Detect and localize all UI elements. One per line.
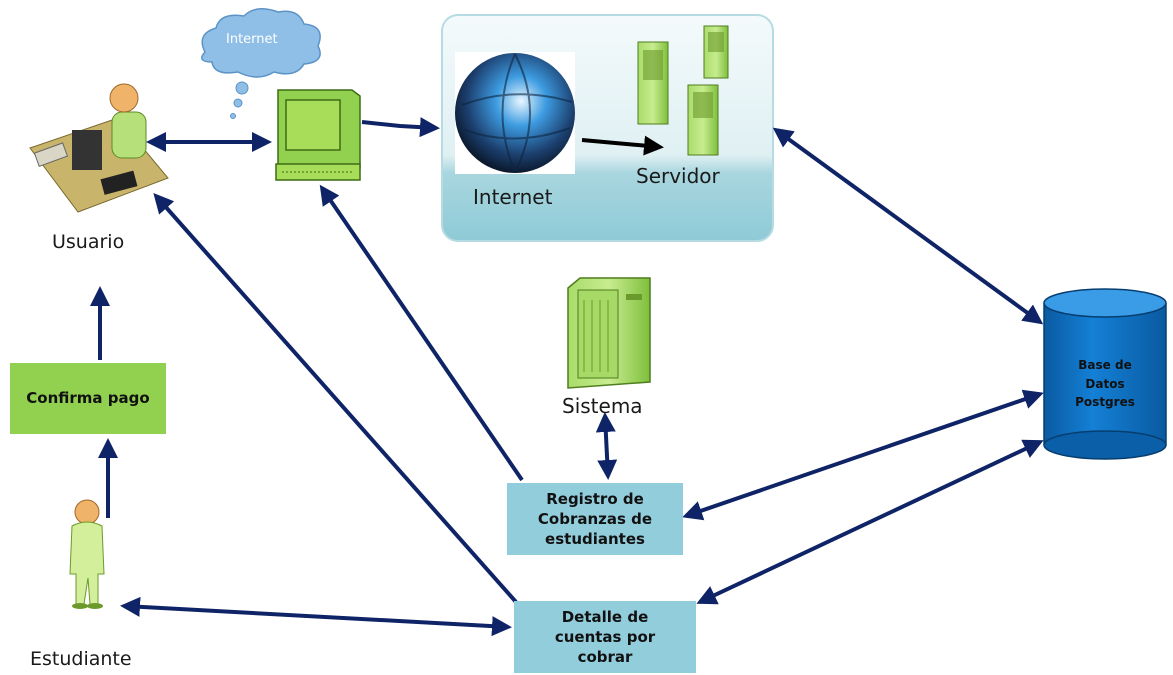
detalle-line-1: Detalle de [561, 607, 649, 626]
usuario-icon [29, 83, 169, 213]
estudiante-icon [69, 499, 105, 609]
confirma-pago-box: Confirma pago [10, 363, 166, 434]
confirma-pago-label: Confirma pago [26, 389, 150, 408]
arrow-database-registro [682, 389, 1044, 521]
arrow-estudiante-detalle [120, 596, 512, 637]
usuario-label: Usuario [52, 231, 125, 253]
database-line-2: Datos [1085, 376, 1125, 391]
arrow-registro-computer [319, 184, 524, 482]
detalle-line-2: cuentas por [554, 627, 656, 646]
detalle-cuentas-box: Detalle de cuentas por cobrar [514, 601, 696, 673]
detalle-line-3: cobrar [577, 648, 633, 667]
registro-line-1: Registro de [546, 489, 644, 508]
servidor-label: Servidor [636, 164, 720, 188]
database-icon [1043, 288, 1167, 460]
globe-icon [455, 52, 575, 174]
registro-cobranzas-box: Registro de Cobranzas de estudiantes [507, 483, 683, 555]
estudiante-label: Estudiante [30, 648, 132, 670]
arrow-detalle-usuario [153, 193, 518, 604]
cloud-icon [201, 8, 321, 119]
computer-icon [275, 89, 361, 181]
registro-line-3: estudiantes [545, 530, 645, 549]
database-line-1: Base de [1078, 358, 1132, 372]
sistema-server-icon [567, 277, 651, 389]
cloud-label: Internet [226, 32, 278, 47]
registro-line-2: Cobranzas de [537, 509, 653, 528]
connectors [90, 117, 1044, 637]
database-label: Base de Datos Postgres [1044, 356, 1166, 412]
server-icon [637, 25, 729, 156]
arrow-sistema-registro [595, 412, 618, 480]
arrow-server-database [772, 127, 1044, 325]
arrow-database-detalle [696, 439, 1044, 605]
sistema-label: Sistema [562, 394, 643, 418]
arrow-internet-to-server [581, 135, 664, 156]
arrow-computer-internet [361, 117, 440, 138]
internet-label: Internet [473, 185, 553, 209]
database-line-3: Postgres [1075, 395, 1135, 410]
